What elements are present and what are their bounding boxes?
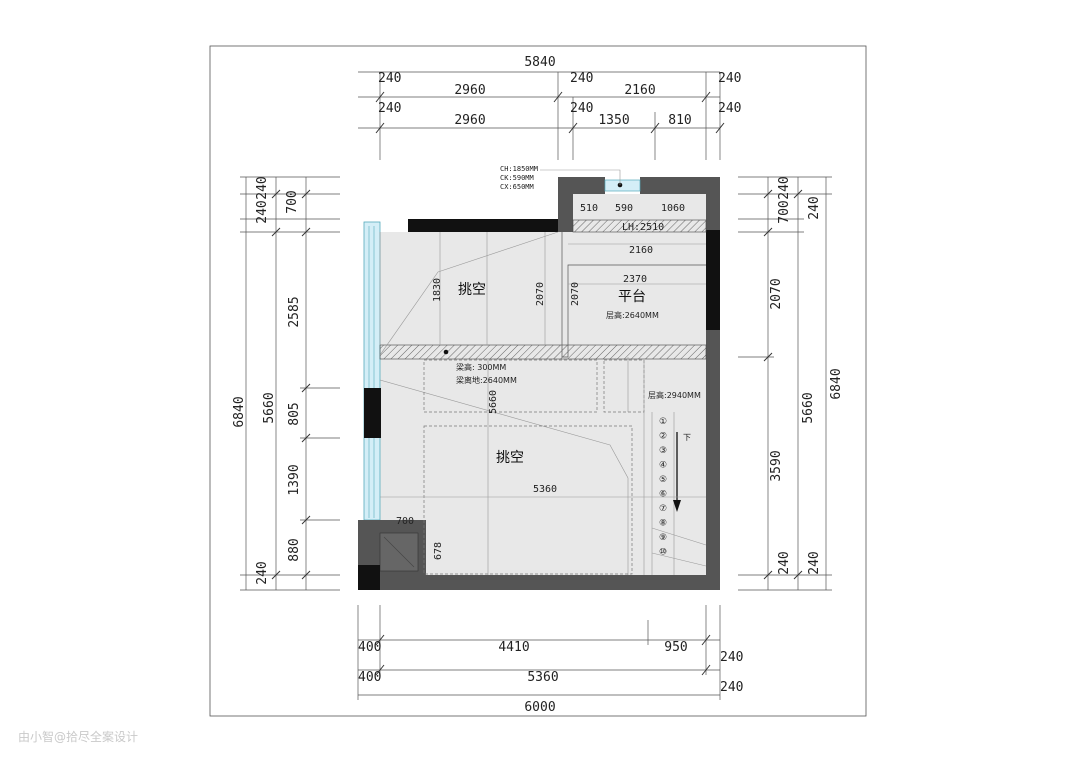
top-r2-240-a: 240 xyxy=(378,101,401,116)
left-mid-1390: 1390 xyxy=(287,464,302,495)
dim-590: 590 xyxy=(615,203,633,214)
note-cx: CX:650MM xyxy=(500,183,534,191)
dim-1060: 1060 xyxy=(661,203,685,214)
dim-5360-inner: 5360 xyxy=(533,484,557,495)
note-beam-to-floor: 梁离地:2640MM xyxy=(456,375,517,385)
top-r2-240-c: 240 xyxy=(718,101,741,116)
left-mid-700: 700 xyxy=(285,190,300,213)
room-void-bottom: 挑空 xyxy=(496,450,524,466)
top-r1-2960: 2960 xyxy=(454,83,485,98)
top-r1-240-b: 240 xyxy=(570,71,593,86)
bottom-dim-overall: 6000 xyxy=(524,700,555,715)
wall-top-notch-right xyxy=(640,177,720,194)
note-ch: CH:1850MM xyxy=(500,165,538,173)
top-r2-2960: 2960 xyxy=(454,113,485,128)
top-r2-240-b: 240 xyxy=(570,101,593,116)
left-outer-240-a: 240 xyxy=(255,176,270,199)
right-outer-2070: 2070 xyxy=(769,278,784,309)
dim-2070-b: 2070 xyxy=(570,282,581,306)
right-outer-240-a: 240 xyxy=(777,176,792,199)
stair-step-number: ④ xyxy=(659,461,667,471)
wall-top-left xyxy=(408,219,573,232)
note-platform-height: 层高:2640MM xyxy=(606,310,659,320)
bottom-r1-950: 950 xyxy=(664,640,687,655)
left-dimensions: 6840 240 240 5660 240 700 2585 805 1390 … xyxy=(232,176,340,591)
stair-step-number: ⑦ xyxy=(659,504,667,514)
stair-step-number: ③ xyxy=(659,446,667,456)
plan-body xyxy=(358,169,720,590)
right-outer-240-b: 240 xyxy=(807,196,822,219)
staircase xyxy=(651,412,707,575)
top-r1-240-a: 240 xyxy=(378,71,401,86)
top-r1-2160: 2160 xyxy=(624,83,655,98)
bottom-r2-5360: 5360 xyxy=(527,670,558,685)
floor-area xyxy=(380,194,706,575)
left-mid-2585: 2585 xyxy=(287,296,302,327)
right-mid-240: 240 xyxy=(807,551,822,574)
right-outer-700: 700 xyxy=(777,200,792,223)
note-lh: LH:2510 xyxy=(622,222,664,233)
left-outer-5660: 5660 xyxy=(262,392,277,423)
stair-step-number: ⑤ xyxy=(659,475,667,485)
watermark: 由小智@拾尽全案设计 xyxy=(18,730,139,744)
left-mid-805: 805 xyxy=(287,402,302,425)
bottom-r2-400: 400 xyxy=(358,670,381,685)
room-void-top: 挑空 xyxy=(458,282,486,298)
bottom-r1-400: 400 xyxy=(358,640,381,655)
dim-678-inner: 678 xyxy=(433,542,444,560)
stair-step-number: ⑨ xyxy=(659,533,667,543)
dim-2370: 2370 xyxy=(623,274,647,285)
note-down: 下 xyxy=(683,433,691,442)
room-platform: 平台 xyxy=(618,289,646,305)
right-outer-240-c: 240 xyxy=(777,551,792,574)
wall-bottom xyxy=(380,575,720,590)
note-floor-height: 层高:2940MM xyxy=(648,390,701,400)
stair-step-number: ② xyxy=(659,432,667,442)
left-window xyxy=(363,221,381,521)
dim-1830: 1830 xyxy=(432,278,443,302)
dim-700-inner: 700 xyxy=(396,516,414,527)
left-dim-overall: 6840 xyxy=(232,396,247,427)
drawing-frame xyxy=(209,45,867,717)
wall-notch-side xyxy=(558,177,573,232)
top-dim-overall: 5840 xyxy=(524,55,555,70)
bottom-r1-4410: 4410 xyxy=(498,640,529,655)
left-outer-240-b: 240 xyxy=(255,200,270,223)
dim-510: 510 xyxy=(580,203,598,214)
note-beam-height: 梁高: 300MM xyxy=(456,362,506,372)
bottom-r2-240: 240 xyxy=(720,680,743,695)
left-mid-880: 880 xyxy=(287,538,302,561)
top-r2-1350: 1350 xyxy=(598,113,629,128)
bottom-dimensions: 400 4410 950 240 400 5360 240 6000 xyxy=(357,605,743,715)
dim-5660-inner: 5660 xyxy=(488,390,499,414)
stair-step-number: ① xyxy=(659,417,667,427)
right-dimensions: 240 700 240 2070 3590 240 5660 240 6840 xyxy=(738,176,844,591)
dim-2160-inner: 2160 xyxy=(629,245,653,256)
top-r2-810: 810 xyxy=(668,113,691,128)
top-r1-240-c: 240 xyxy=(718,71,741,86)
top-window xyxy=(604,179,641,192)
right-mid-5660: 5660 xyxy=(801,392,816,423)
note-ck: CK:590MM xyxy=(500,174,534,182)
bottom-r1-240: 240 xyxy=(720,650,743,665)
stair-step-number: ⑧ xyxy=(659,519,667,529)
top-dimensions: 5840 240 2960 240 2160 240 240 2960 240 … xyxy=(358,55,741,160)
dim-2070-a: 2070 xyxy=(535,282,546,306)
left-outer-240-c: 240 xyxy=(255,561,270,584)
right-outer-3590: 3590 xyxy=(769,450,784,481)
stair-step-numbers: ① ② ③ ④ ⑤ ⑥ ⑦ ⑧ ⑨ ⑩ xyxy=(659,417,667,558)
beam-top xyxy=(572,219,707,233)
stair-step-number: ⑩ xyxy=(659,548,667,558)
beam-middle xyxy=(379,344,707,360)
column-left xyxy=(364,388,381,438)
stair-step-number: ⑥ xyxy=(659,490,667,500)
right-dim-overall: 6840 xyxy=(829,368,844,399)
